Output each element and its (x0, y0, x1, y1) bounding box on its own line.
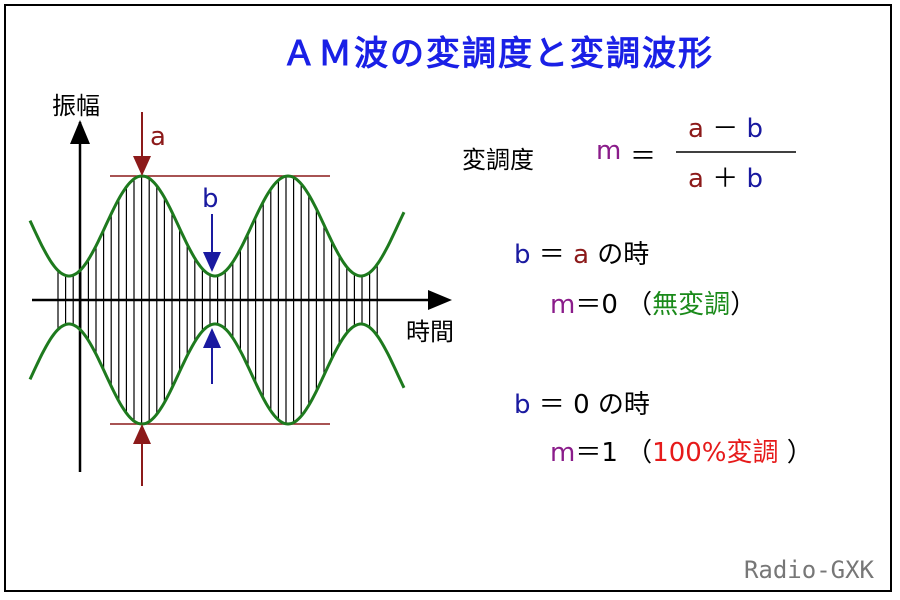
case2-b: b (514, 390, 531, 420)
x-axis-label: 時間 (406, 318, 454, 346)
case2-open-paren: （ (626, 438, 653, 468)
case1-result: m＝0 （無変調） (550, 284, 756, 321)
case2-value: 1 (601, 438, 618, 468)
formula-equals: ＝ (630, 142, 657, 172)
numerator-a: a (688, 114, 704, 144)
case1-a: a (573, 240, 589, 270)
case2-close-paren: ） (778, 438, 813, 468)
y-axis-label: 振幅 (52, 92, 100, 120)
case1-equals: ＝ (538, 240, 565, 270)
case1-m: m (550, 290, 576, 320)
case2-m: m (550, 438, 576, 468)
amplitude-axis-arrowhead (70, 120, 90, 144)
no-modulation-note: 無変調 (652, 290, 731, 320)
formula-denominator: a ＋ b (688, 158, 763, 195)
case2-zero: 0 (573, 390, 590, 420)
a-marker-label: a (150, 122, 166, 152)
b-marker-label: b (202, 184, 219, 214)
numerator-minus: － (712, 114, 739, 144)
b-bottom-arrowhead (203, 328, 221, 348)
denominator-plus: ＋ (712, 164, 739, 194)
case1-open-paren: （ (626, 290, 653, 320)
formula-m: m (596, 136, 622, 166)
case2-result-equals: ＝ (575, 438, 602, 468)
case2-result: m＝1 （100%変調 ） (550, 432, 813, 469)
case1-suffix: の時 (597, 240, 650, 270)
b-top-arrowhead (203, 252, 221, 272)
case2-condition: b ＝ 0 の時 (514, 384, 650, 421)
lower-envelope (28, 322, 406, 426)
time-axis-arrowhead (428, 290, 452, 310)
case2-suffix: の時 (597, 390, 650, 420)
numerator-b: b (746, 114, 763, 144)
full-modulation-note: 100%変調 (652, 438, 779, 468)
upper-envelope (28, 174, 406, 278)
case1-close-paren: ） (730, 290, 757, 320)
denominator-b: b (746, 164, 763, 194)
page-title: ＡＭ波の変調度と変調波形 (282, 34, 714, 74)
case1-b: b (514, 240, 531, 270)
modulation-depth-label: 変調度 (462, 146, 534, 174)
denominator-a: a (688, 164, 704, 194)
case1-result-equals: ＝ (575, 290, 602, 320)
credit-watermark: Radio-GXK (743, 556, 874, 584)
case2-equals: ＝ (538, 390, 565, 420)
case1-value: 0 (601, 290, 618, 320)
a-top-arrowhead (133, 156, 151, 176)
a-bottom-arrowhead (133, 424, 151, 444)
formula-numerator: a － b (688, 108, 763, 145)
diagram-frame (4, 4, 892, 592)
case1-condition: b ＝ a の時 (514, 234, 649, 271)
